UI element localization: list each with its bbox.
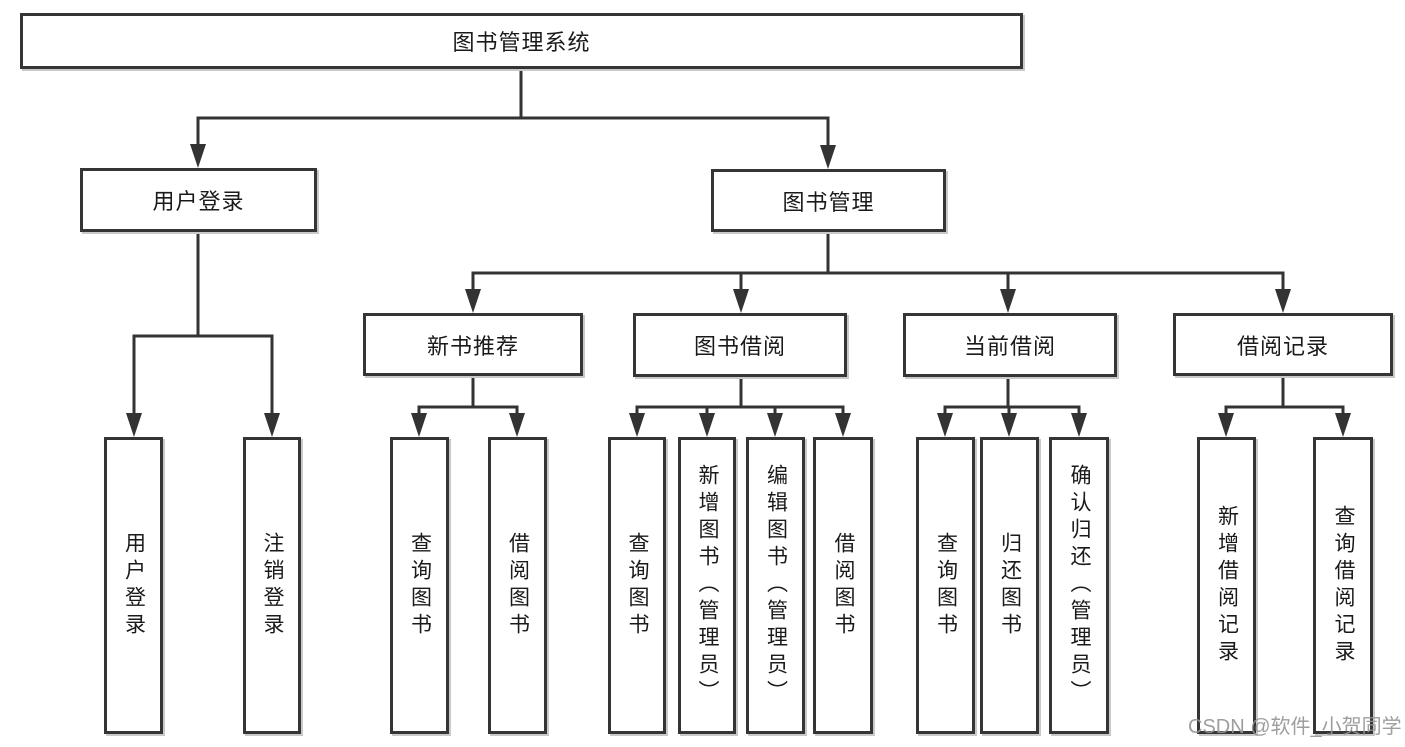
leaf-return-book: 归还图书: [980, 437, 1039, 734]
connector-borrow-records-children: [1218, 376, 1351, 437]
connector-book-management-to-level3: [465, 232, 1291, 313]
connector-root-to-level2: [190, 68, 836, 169]
csdn-watermark: CSDN @软件_小贺同学: [1188, 716, 1402, 738]
leaf-borrow-book: 借阅图书: [813, 437, 873, 734]
leaf-add-book-admin: 新增图书（管理员）: [678, 437, 736, 734]
node-borrow-records: 借阅记录: [1173, 313, 1393, 376]
leaf-edit-book-admin: 编辑图书（管理员）: [746, 437, 805, 734]
node-book-borrow: 图书借阅: [633, 313, 847, 377]
node-user-login: 用户登录: [80, 168, 317, 232]
node-new-book-recommend: 新书推荐: [363, 313, 583, 376]
leaf-query-book-borrow: 查询图书: [608, 437, 666, 734]
connector-new-book-recommend-children: [411, 376, 525, 437]
leaf-user-login: 用户登录: [104, 437, 163, 734]
leaf-logout: 注销登录: [243, 437, 301, 734]
leaf-query-book-current: 查询图书: [916, 437, 975, 734]
leaf-borrow-book-recommend: 借阅图书: [488, 437, 547, 734]
leaf-query-borrow-record: 查询借阅记录: [1313, 437, 1373, 734]
leaf-confirm-return-admin: 确认归还（管理员）: [1049, 437, 1109, 734]
leaf-add-borrow-record: 新增借阅记录: [1197, 437, 1256, 734]
node-book-management: 图书管理: [711, 169, 946, 232]
connector-current-borrow-children: [937, 377, 1087, 437]
node-library-management-system: 图书管理系统: [20, 13, 1023, 69]
connector-book-borrow-children: [629, 377, 851, 437]
node-current-borrow: 当前借阅: [903, 313, 1117, 377]
leaf-query-book-recommend: 查询图书: [390, 437, 449, 734]
connector-user-login-children: [126, 232, 280, 437]
